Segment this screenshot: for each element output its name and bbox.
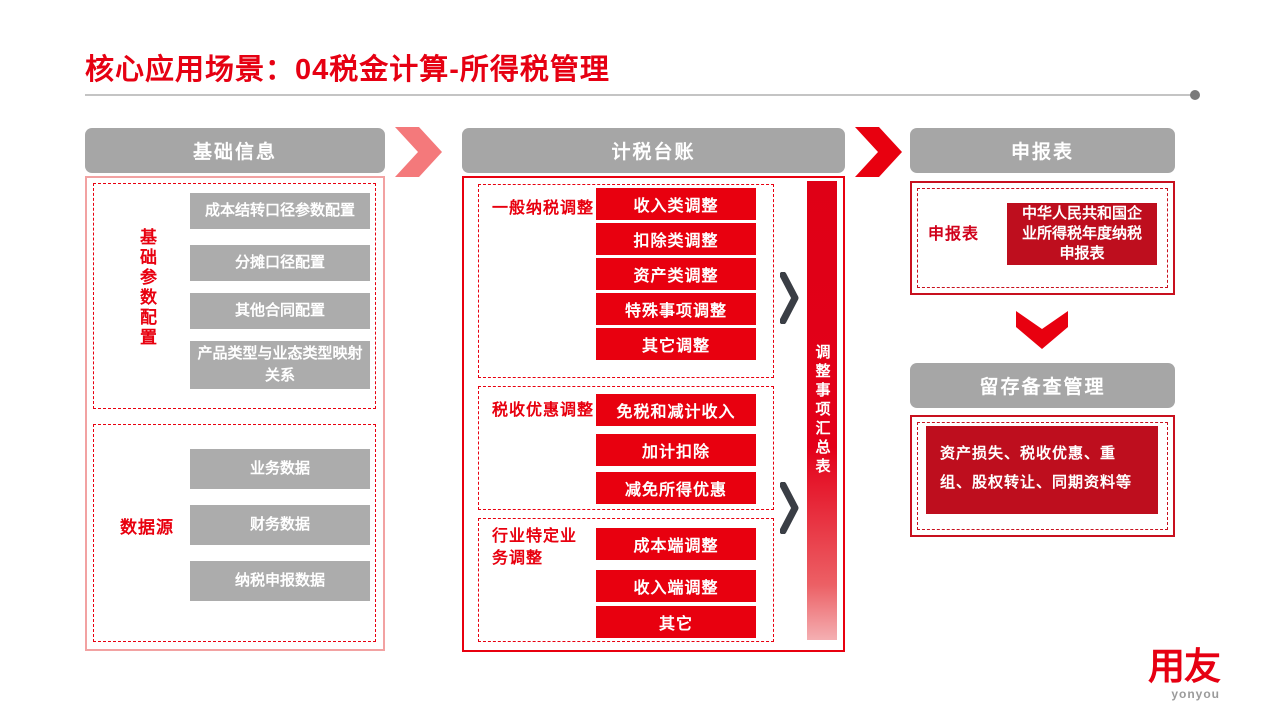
arrow-right-icon	[395, 127, 442, 177]
datasource-item: 业务数据	[190, 449, 370, 489]
retention-panel-inner	[917, 422, 1168, 530]
retention-panel	[910, 415, 1175, 537]
basic-params-item: 成本结转口径参数配置	[190, 193, 370, 229]
ledger-item: 扣除类调整	[596, 223, 756, 255]
declaration-header: 申报表	[910, 128, 1175, 173]
section-label: 税收优惠调整	[492, 402, 595, 419]
brace-icon	[780, 272, 799, 324]
tax-ledger-header: 计税台账	[462, 128, 845, 173]
retention-header: 留存备查管理	[910, 363, 1175, 408]
ledger-item: 收入端调整	[596, 570, 756, 602]
ledger-item: 减免所得优惠	[596, 472, 756, 504]
basic-info-header: 基础信息	[85, 128, 385, 173]
declaration-panel	[910, 181, 1175, 295]
brace-icon	[780, 482, 799, 534]
summary-bar: 调整事项汇总表	[807, 181, 837, 640]
ledger-item: 特殊事项调整	[596, 293, 756, 325]
retention-box: 资产损失、税收优惠、重组、股权转让、同期资料等	[926, 426, 1158, 514]
datasource-label: 数据源	[120, 518, 174, 537]
ledger-item: 成本端调整	[596, 528, 756, 560]
basic-info-panel	[85, 176, 385, 651]
page-title: 核心应用场景：04税金计算-所得税管理	[85, 54, 610, 86]
declaration-form-box: 中华人民共和国企业所得税年度纳税申报表	[1007, 203, 1157, 265]
basic-params-label: 基础参数配置	[137, 228, 156, 348]
ledger-item: 加计扣除	[596, 434, 756, 466]
section-label: 行业特定业务调整	[492, 528, 578, 568]
basic-params-item: 其他合同配置	[190, 293, 370, 329]
basic-params-item: 产品类型与业态类型映射关系	[190, 341, 370, 389]
divider-dot	[1190, 90, 1200, 100]
general-adjustment-group	[478, 184, 774, 378]
basic-params-item: 分摊口径配置	[190, 245, 370, 281]
datasource-group	[93, 424, 376, 642]
preferential-adjustment-group	[478, 386, 774, 510]
tax-ledger-panel	[462, 176, 845, 652]
declaration-label: 申报表	[928, 226, 980, 243]
datasource-item: 纳税申报数据	[190, 561, 370, 601]
basic-params-group	[93, 183, 376, 409]
ledger-item: 其它调整	[596, 328, 756, 360]
logo-en: yonyou	[1171, 686, 1220, 701]
logo-cn: 用友	[1148, 646, 1221, 687]
ledger-item: 其它	[596, 606, 756, 638]
ledger-item: 收入类调整	[596, 188, 756, 220]
declaration-panel-inner	[917, 188, 1168, 288]
summary-bar-label: 调整事项汇总表	[813, 344, 831, 477]
title-divider	[85, 94, 1193, 96]
logo: 用友 yonyou	[1148, 646, 1221, 701]
ledger-item: 免税和减计收入	[596, 394, 756, 426]
industry-adjustment-group	[478, 518, 774, 642]
arrow-right-icon	[855, 127, 902, 177]
ledger-item: 资产类调整	[596, 258, 756, 290]
section-label: 一般纳税调整	[492, 200, 595, 217]
arrow-down-icon	[1016, 311, 1068, 349]
datasource-item: 财务数据	[190, 505, 370, 545]
